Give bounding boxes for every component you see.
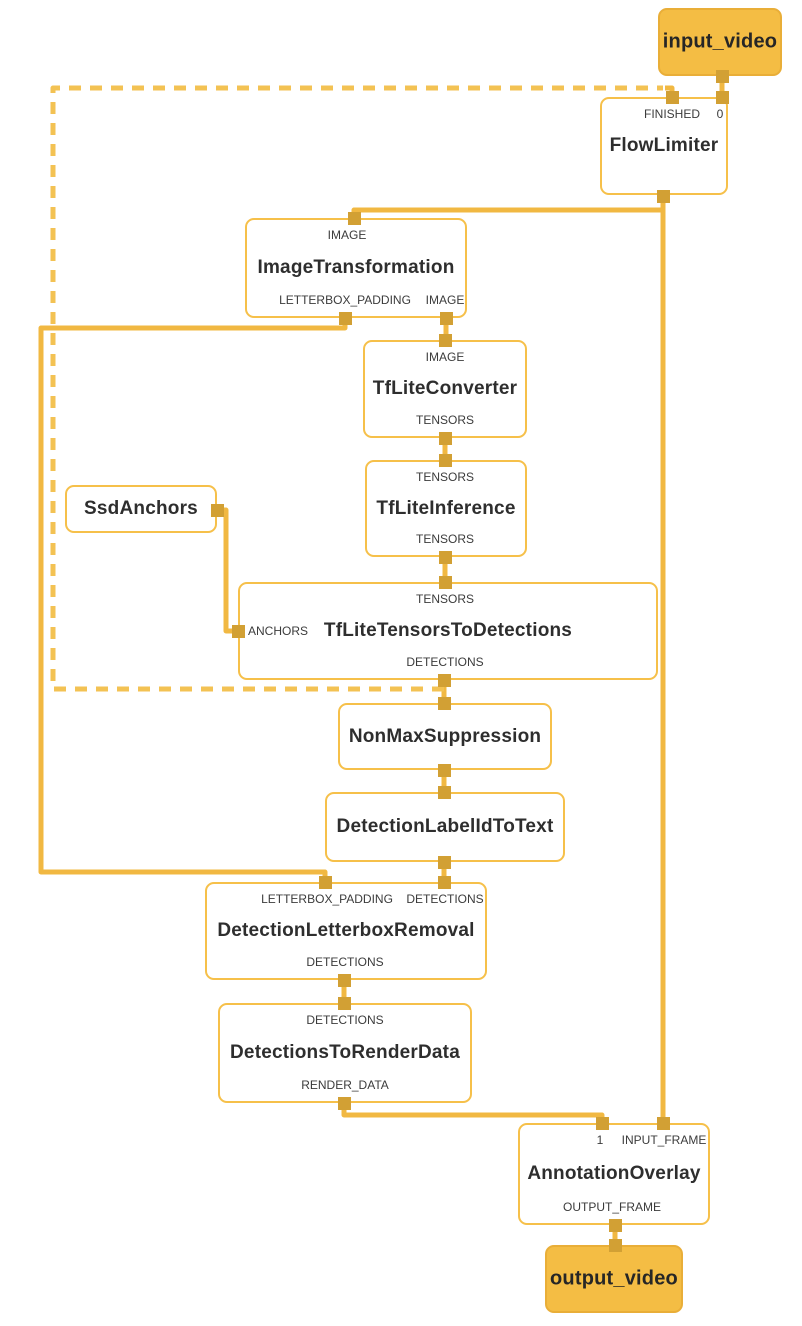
detection-letterbox-removal-port-label: DETECTIONS	[406, 892, 484, 906]
annotation-overlay-1-in-port	[595, 1116, 609, 1130]
image-transformation-port-label: LETTERBOX_PADDING	[279, 293, 411, 307]
ssd-anchors-title: SsdAnchors	[84, 498, 198, 519]
non-max-in-port	[437, 696, 451, 710]
ttd-tensors-in-port	[438, 575, 452, 589]
tflite-converter-port-label: IMAGE	[425, 350, 465, 364]
input-video-out-port	[715, 69, 729, 83]
tflite-inference-title: TfLiteInference	[376, 497, 516, 519]
dlit-in-port	[437, 785, 451, 799]
dtrd-in-port	[337, 996, 351, 1010]
image-transformation-port-label: IMAGE	[425, 293, 465, 307]
wire-letterbox-padding	[38, 317, 348, 884]
dlit-out-port	[437, 855, 451, 869]
tflite-tensors-to-detections-title: TfLiteTensorsToDetections	[323, 620, 573, 641]
detections-to-render-data-title: DetectionsToRenderData	[230, 1042, 460, 1063]
ttd-anchors-in-port	[231, 624, 245, 638]
output-video-title: output_video	[550, 1267, 678, 1290]
tflite-tensors-to-detections-node[interactable]: TfLiteTensorsToDetections	[238, 582, 658, 680]
non-max-suppression-title: NonMaxSuppression	[348, 725, 542, 747]
wire-render-data-to-annotation-overlay	[341, 1102, 605, 1124]
flow-limiter-port-label: FINISHED	[643, 107, 701, 121]
tflite-converter-title: TfLiteConverter	[372, 378, 518, 399]
annotation-overlay-title: AnnotationOverlay	[527, 1163, 701, 1184]
annotation-overlay-port-label: 1	[596, 1133, 604, 1147]
ssd-anchors-out-port	[210, 503, 224, 517]
tflite-inference-port-label: TENSORS	[415, 532, 475, 546]
tflite-inference-port-label: TENSORS	[415, 470, 475, 484]
detections-to-render-data-port-label: DETECTIONS	[306, 1013, 384, 1027]
non-max-suppression-node[interactable]: NonMaxSuppression	[338, 703, 552, 770]
input-video-title: input_video	[662, 30, 778, 53]
flow-limiter-finished-in-port	[665, 90, 679, 104]
ssd-anchors-node[interactable]: SsdAnchors	[65, 485, 217, 533]
image-transformation-port-label: IMAGE	[327, 228, 367, 242]
non-max-out-port	[437, 763, 451, 777]
tflite-converter-in-port	[438, 333, 452, 347]
detection-letterbox-removal-port-label: DETECTIONS	[306, 955, 384, 969]
tflite-converter-out-port	[438, 431, 452, 445]
flow-limiter-port-label: 0	[716, 107, 724, 121]
detections-to-render-data-port-label: RENDER_DATA	[301, 1078, 389, 1092]
flow-limiter-title: FlowLimiter	[609, 135, 719, 156]
annotation-overlay-frame-in-port	[656, 1116, 670, 1130]
image-transformation-image-in-port	[347, 211, 361, 225]
dlr-detections-in-port	[437, 875, 451, 889]
image-transformation-image-out-port	[439, 311, 453, 325]
detection-letterbox-removal-port-label: LETTERBOX_PADDING	[261, 892, 393, 906]
output-video-node[interactable]: output_video	[545, 1245, 683, 1313]
detection-letterbox-removal-title: DetectionLetterboxRemoval	[217, 920, 475, 941]
tflite-inference-in-port	[438, 453, 452, 467]
input-video-node[interactable]: input_video	[658, 8, 782, 76]
annotation-overlay-out-port	[608, 1218, 622, 1232]
flow-limiter-out-port	[656, 189, 670, 203]
detection-label-id-to-text-node[interactable]: DetectionLabelIdToText	[325, 792, 565, 862]
flow-limiter-0-in-port	[715, 90, 729, 104]
dlr-letterbox-in-port	[318, 875, 332, 889]
dlr-out-port	[337, 973, 351, 987]
dtrd-out-port	[337, 1096, 351, 1110]
tflite-tensors-to-detections-port-label: ANCHORS	[248, 624, 309, 638]
detections-to-render-data-node[interactable]: DetectionsToRenderData	[218, 1003, 472, 1103]
detection-letterbox-removal-node[interactable]: DetectionLetterboxRemoval	[205, 882, 487, 980]
tflite-converter-port-label: TENSORS	[415, 413, 475, 427]
image-transformation-letterbox-out-port	[338, 311, 352, 325]
flow-limiter-node[interactable]: FlowLimiter	[600, 97, 728, 195]
ttd-detections-out-port	[437, 673, 451, 687]
tflite-tensors-to-detections-port-label: TENSORS	[415, 592, 475, 606]
tflite-inference-out-port	[438, 550, 452, 564]
output-video-in-port	[608, 1238, 622, 1252]
wire-finished-loopback-dashed	[50, 85, 663, 692]
tflite-tensors-to-detections-port-label: DETECTIONS	[406, 655, 484, 669]
detection-label-id-to-text-title: DetectionLabelIdToText	[336, 816, 554, 837]
image-transformation-title: ImageTransformation	[257, 257, 455, 278]
annotation-overlay-port-label: OUTPUT_FRAME	[562, 1200, 662, 1214]
annotation-overlay-port-label: INPUT_FRAME	[621, 1133, 707, 1147]
wire-ssd-anchors-to-tensors-to-detections	[216, 507, 239, 634]
